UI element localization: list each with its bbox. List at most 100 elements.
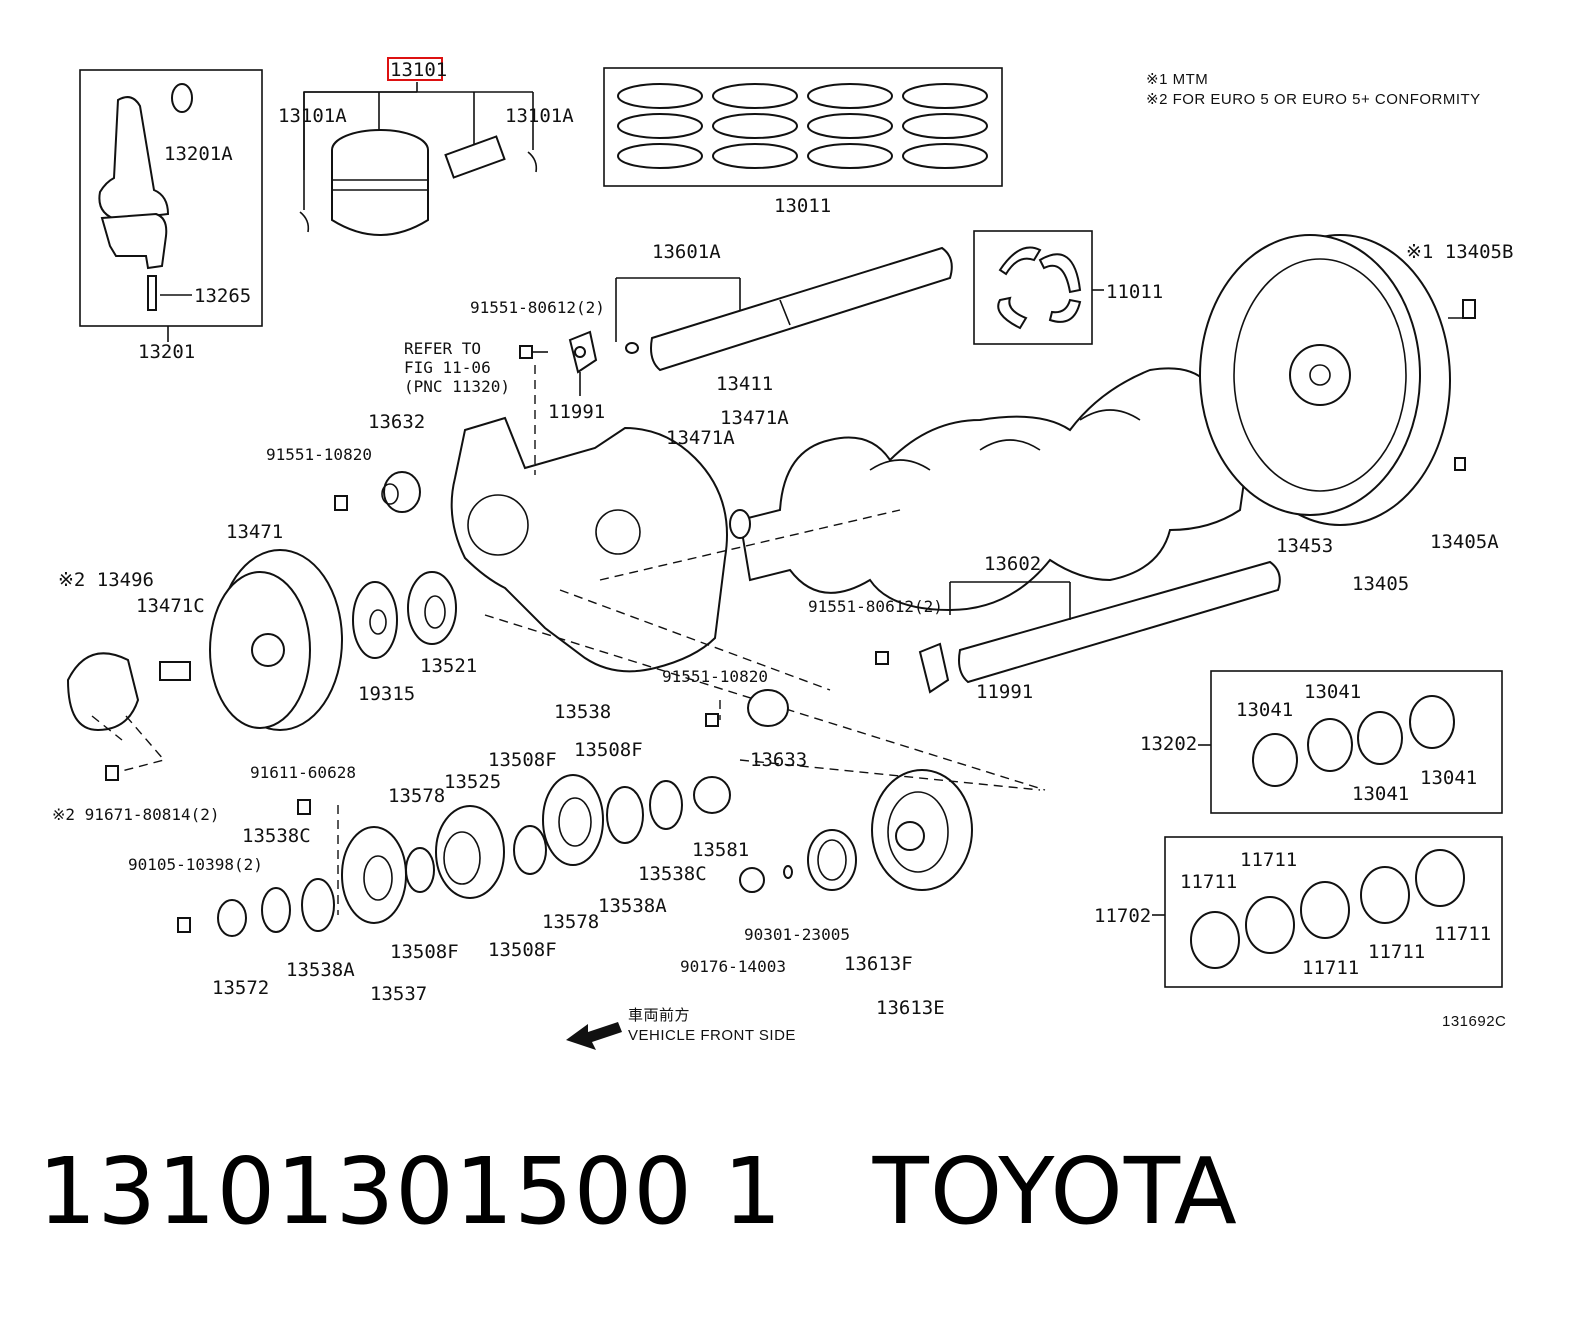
label-13572[interactable]: 13572 xyxy=(212,977,269,999)
label-13011[interactable]: 13011 xyxy=(774,195,831,217)
label-11711-a[interactable]: 11711 xyxy=(1180,871,1237,893)
highlight-13101 xyxy=(387,57,443,81)
bearing-set-13202[interactable] xyxy=(1198,695,1455,787)
label-13201A[interactable]: 13201A xyxy=(164,143,233,165)
label-13471A-a[interactable]: 13471A xyxy=(720,407,789,429)
label-13538C-b[interactable]: 13538C xyxy=(638,863,707,885)
piston-ring-sets[interactable] xyxy=(617,83,988,169)
bearing-set-11702[interactable] xyxy=(1152,849,1465,969)
balance-shaft-upper[interactable] xyxy=(615,246,953,372)
label-13101A-right[interactable]: 13101A xyxy=(505,105,574,127)
label-13202[interactable]: 13202 xyxy=(1140,733,1197,755)
note-mtm: ※1 MTM xyxy=(1146,71,1208,88)
label-13508F-c[interactable]: 13508F xyxy=(390,941,459,963)
bearing-box-13202 xyxy=(1210,670,1503,814)
label-13538A-b[interactable]: 13538A xyxy=(598,895,667,917)
label-13471C[interactable]: 13471C xyxy=(136,595,205,617)
label-90301-23005[interactable]: 90301-23005 xyxy=(744,925,850,944)
oil-seal-13613F[interactable] xyxy=(807,829,857,891)
label-13613E[interactable]: 13613E xyxy=(876,997,945,1019)
gear-13521[interactable] xyxy=(407,571,457,645)
label-11711-d[interactable]: 11711 xyxy=(1368,941,1425,963)
label-13537[interactable]: 13537 xyxy=(370,983,427,1005)
label-13508F-b[interactable]: 13508F xyxy=(574,739,643,761)
label-91551-10820-b[interactable]: 91551-10820 xyxy=(662,667,768,686)
label-11011[interactable]: 11011 xyxy=(1106,281,1163,303)
label-19315[interactable]: 19315 xyxy=(358,683,415,705)
label-13508F-d[interactable]: 13508F xyxy=(488,939,557,961)
bearing-box-11702 xyxy=(1164,836,1503,988)
label-91611-60628[interactable]: 91611-60628 xyxy=(250,763,356,782)
lower-timing-group[interactable] xyxy=(91,715,683,937)
label-13405B[interactable]: ※1 13405B xyxy=(1406,241,1513,263)
label-11991-b[interactable]: 11991 xyxy=(976,681,1033,703)
label-90105-10398[interactable]: 90105-10398(2) xyxy=(128,855,263,874)
label-13453[interactable]: 13453 xyxy=(1276,535,1333,557)
label-11711-b[interactable]: 11711 xyxy=(1240,849,1297,871)
label-13101A-left[interactable]: 13101A xyxy=(278,105,347,127)
label-13581[interactable]: 13581 xyxy=(692,839,749,861)
label-90176-14003[interactable]: 90176-14003 xyxy=(680,957,786,976)
parts-diagram: ※1 MTM ※2 FOR EURO 5 OR EURO 5+ CONFORMI… xyxy=(52,57,1513,1050)
connecting-rod-box xyxy=(79,69,263,327)
balance-shaft-lower[interactable] xyxy=(875,560,1281,694)
refer-line-1: REFER TO xyxy=(404,339,481,358)
connecting-rod[interactable] xyxy=(98,83,193,342)
label-11991-a[interactable]: 11991 xyxy=(548,401,605,423)
piston-ring-box xyxy=(603,67,1003,187)
label-13508F-a[interactable]: 13508F xyxy=(488,749,557,771)
label-13613F[interactable]: 13613F xyxy=(844,953,913,975)
label-13538A-a[interactable]: 13538A xyxy=(286,959,355,981)
label-91551-10820-a[interactable]: 91551-10820 xyxy=(266,445,372,464)
label-13405[interactable]: 13405 xyxy=(1352,573,1409,595)
label-13578-a[interactable]: 13578 xyxy=(388,785,445,807)
label-13538[interactable]: 13538 xyxy=(554,701,611,723)
pulley-13613E[interactable] xyxy=(871,769,973,891)
label-13578-b[interactable]: 13578 xyxy=(542,911,599,933)
bearing-plate-upper[interactable] xyxy=(519,330,598,396)
flywheel[interactable] xyxy=(1199,234,1476,526)
label-13632[interactable]: 13632 xyxy=(368,411,425,433)
thrust-washers[interactable] xyxy=(997,246,1104,330)
caption: 13101301500 1 TOYOTA xyxy=(38,1138,1238,1248)
label-91551-80612-a[interactable]: 91551-80612(2) xyxy=(470,298,605,317)
label-13201[interactable]: 13201 xyxy=(138,341,195,363)
refer-line-2: FIG 11-06 xyxy=(404,358,491,377)
label-13525[interactable]: 13525 xyxy=(444,771,501,793)
label-13041-d[interactable]: 13041 xyxy=(1420,767,1477,789)
caption-brand: TOYOTA xyxy=(872,1138,1238,1245)
damper-13496[interactable] xyxy=(66,652,191,732)
label-13496[interactable]: ※2 13496 xyxy=(58,569,154,591)
piston[interactable] xyxy=(299,82,538,236)
label-91671-80814[interactable]: ※2 91671-80814(2) xyxy=(52,805,220,824)
label-13601A[interactable]: 13601A xyxy=(652,241,721,263)
label-13411[interactable]: 13411 xyxy=(716,373,773,395)
crank-pulley-13471[interactable] xyxy=(209,549,343,731)
label-13521[interactable]: 13521 xyxy=(420,655,477,677)
label-11711-c[interactable]: 11711 xyxy=(1302,957,1359,979)
vehicle-front-arrow xyxy=(566,1022,622,1050)
caption-part-number: 13101301500 1 xyxy=(38,1138,783,1245)
label-13101[interactable]: 13101 xyxy=(390,59,447,81)
label-13633[interactable]: 13633 xyxy=(750,749,807,771)
gear-13633[interactable] xyxy=(705,689,789,727)
label-13405A[interactable]: 13405A xyxy=(1430,531,1499,553)
label-91551-80612-b[interactable]: 91551-80612(2) xyxy=(808,597,943,616)
label-13041-b[interactable]: 13041 xyxy=(1304,681,1361,703)
idler-gear-13632[interactable] xyxy=(334,471,421,513)
label-13471A-b[interactable]: 13471A xyxy=(666,427,735,449)
vehicle-front-en: VEHICLE FRONT SIDE xyxy=(628,1027,796,1044)
label-11702[interactable]: 11702 xyxy=(1094,905,1151,927)
label-13041-a[interactable]: 13041 xyxy=(1236,699,1293,721)
pin-13581-group[interactable] xyxy=(693,776,793,893)
sprocket-19315[interactable] xyxy=(352,581,398,659)
label-13041-c[interactable]: 13041 xyxy=(1352,783,1409,805)
vehicle-front-jp: 車両前方 xyxy=(628,1007,690,1024)
thrust-washer-box xyxy=(973,230,1093,345)
label-13602[interactable]: 13602 xyxy=(984,553,1041,575)
refer-line-3: (PNC 11320) xyxy=(404,377,510,396)
label-11711-e[interactable]: 11711 xyxy=(1434,923,1491,945)
label-13471[interactable]: 13471 xyxy=(226,521,283,543)
label-13265[interactable]: 13265 xyxy=(194,285,251,307)
label-13538C-a[interactable]: 13538C xyxy=(242,825,311,847)
